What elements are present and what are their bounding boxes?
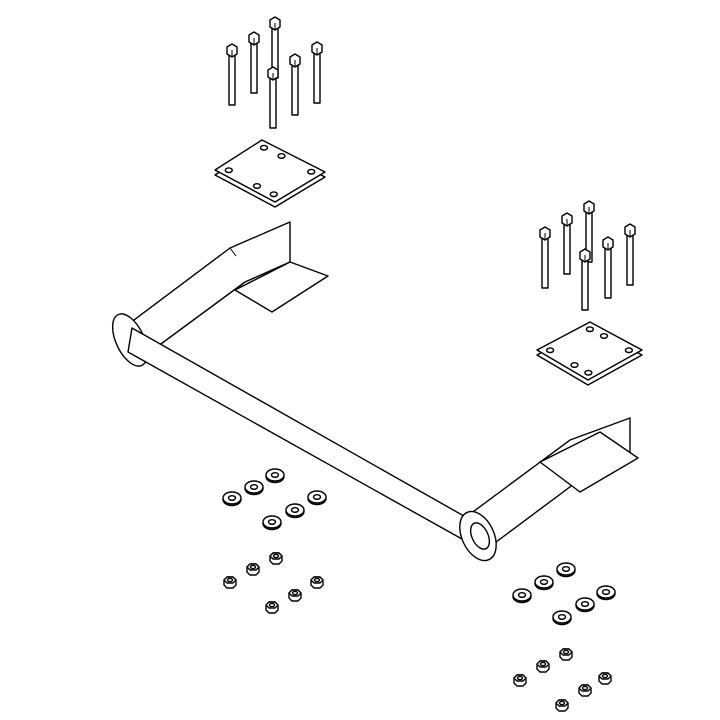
hex-nut <box>559 648 573 661</box>
bolt-shaft <box>604 245 612 299</box>
hex-nut <box>269 552 283 565</box>
washer <box>262 515 282 531</box>
washer-hole <box>312 494 322 501</box>
nut-hole <box>516 675 524 681</box>
plate-face <box>536 321 643 381</box>
hex-nut <box>578 684 592 697</box>
nut-hole <box>272 553 280 559</box>
washer-hole <box>270 472 280 479</box>
bolt-hole <box>224 167 233 174</box>
bolt-hole <box>584 369 593 376</box>
bolt-hole <box>624 347 634 354</box>
washer <box>596 585 616 601</box>
bolt-shaft <box>228 52 236 106</box>
bolt-shaft <box>291 62 299 116</box>
washer-hole <box>601 589 611 596</box>
nut-hole <box>562 649 570 655</box>
bolt-shaft <box>626 232 634 286</box>
nut-hole <box>601 673 609 679</box>
bolt-hole <box>545 347 555 354</box>
bolt-hole <box>259 144 269 151</box>
bolt-shaft <box>581 257 589 311</box>
hex-nut <box>310 576 324 589</box>
backing-plate <box>536 321 643 386</box>
hex-nut <box>288 589 302 602</box>
bolt-shaft <box>313 50 321 104</box>
washer-hole <box>517 592 527 599</box>
nut-hole <box>313 577 321 583</box>
washer-hole <box>267 519 277 526</box>
backing-plate <box>214 139 326 208</box>
hex-nut <box>246 563 260 576</box>
hex-nut <box>513 674 527 687</box>
washer <box>512 588 532 604</box>
bolt-hole <box>252 182 262 189</box>
bolt <box>226 43 238 106</box>
bolt-hole <box>570 362 579 369</box>
hex-nut <box>598 672 612 685</box>
bolt <box>311 41 323 104</box>
bolt <box>248 31 260 94</box>
hex-nut <box>555 699 569 712</box>
bolt <box>579 248 591 311</box>
nut-hole <box>539 661 547 667</box>
nut-hole <box>226 577 234 583</box>
hex-nut <box>536 660 550 673</box>
washer <box>265 468 285 484</box>
bolt-hole <box>307 168 316 175</box>
washer <box>307 490 327 506</box>
washer <box>244 480 264 496</box>
washer-hole <box>249 484 259 491</box>
washer-hole <box>557 614 567 621</box>
hitch-crossbar <box>111 313 497 562</box>
washer-hole <box>290 507 300 514</box>
nut-hole <box>249 564 257 570</box>
bolt <box>583 200 595 263</box>
bolt-shaft <box>250 40 258 94</box>
washer <box>285 503 305 519</box>
washer <box>552 610 572 626</box>
washer <box>222 491 242 507</box>
washer <box>556 562 576 578</box>
nut-hole <box>558 700 566 706</box>
bolt-hole <box>269 191 278 198</box>
bolt <box>624 223 636 286</box>
bolt <box>267 66 279 129</box>
bolt-shaft <box>269 75 277 129</box>
washer-hole <box>539 579 549 586</box>
left-mounting-bracket <box>117 221 329 353</box>
hex-nut <box>223 576 237 589</box>
washer <box>575 597 595 613</box>
washer-hole <box>580 601 590 608</box>
nut-hole <box>291 590 299 596</box>
nut-hole <box>268 602 276 608</box>
bolt-shaft <box>541 235 549 289</box>
bolt-shaft <box>563 221 571 275</box>
bolt <box>289 53 301 116</box>
bolt-hole <box>585 326 595 333</box>
bolt-hole <box>599 333 609 340</box>
plate-face <box>214 139 326 203</box>
bolt <box>539 226 551 289</box>
nut-hole <box>581 685 589 691</box>
bolt-hole <box>277 152 286 159</box>
washer-hole <box>227 495 237 502</box>
hex-nut <box>265 601 279 614</box>
washer-hole <box>561 566 571 573</box>
bolt <box>602 236 614 299</box>
right-mounting-bracket <box>461 417 639 546</box>
washer <box>534 575 554 591</box>
bolt <box>561 212 573 275</box>
